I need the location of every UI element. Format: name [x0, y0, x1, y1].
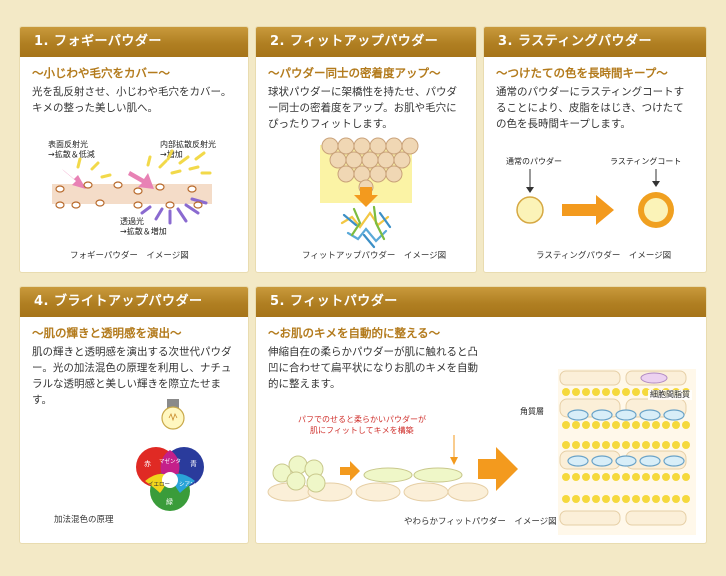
card-description: 光を乱反射させ、小じわや毛穴をカバー。キメの整った美しい肌へ。 — [32, 86, 232, 114]
diagram-caption: ラスティングパウダー イメージ図 — [536, 251, 672, 261]
lasting-powder-diagram — [516, 169, 674, 228]
card-subtitle: ～パウダー同士の密着度アップ～ — [268, 66, 441, 80]
internal-diffuse-label: 内部拡散反射光 — [160, 140, 216, 149]
card-subtitle: ～肌の輝きと透明感を演出～ — [32, 326, 182, 340]
light-bulb-icon — [161, 399, 185, 430]
fit-powder-diagram — [267, 369, 696, 535]
intercellular-lipid-label: 細胞間脂質 — [648, 390, 692, 400]
card-description: 球状パウダーに架橋性を持たせ、パウダー同士の密着度をアップ。お肌や毛穴にぴったり… — [268, 86, 457, 130]
green-label: 緑 — [166, 498, 173, 506]
card-description: 通常のパウダーにラスティングコートすることにより、皮脂をはじき、つけたての色を長… — [496, 86, 685, 130]
card-subtitle: ～つけたての色を長時間キープ～ — [496, 66, 668, 80]
card-title: 3. ラスティングパウダー — [484, 27, 706, 57]
card-foggy-powder: 1. フォギーパウダー ～小じわや毛穴をカバー～ 光を乱反射させ、小じわや毛穴を… — [20, 27, 248, 272]
magenta-label: マゼンタ — [159, 459, 182, 465]
cyan-label: シアン — [179, 482, 196, 488]
red-label: 赤 — [144, 460, 151, 468]
card-title: 4. ブライトアップパウダー — [20, 287, 248, 317]
card-fitup-powder: 2. フィットアップパウダー ～パウダー同士の密着度アップ～ 球状パウダーに架橋… — [256, 27, 476, 272]
surface-reflection-label: 表面反射光 — [48, 140, 88, 149]
surface-reflection-effect-label: →拡散＆低減 — [48, 150, 95, 159]
transmitted-effect-label: →拡散＆増加 — [120, 227, 167, 236]
diagram-caption: フィットアップパウダー イメージ図 — [302, 251, 447, 261]
card-title: 1. フォギーパウダー — [20, 27, 248, 57]
card-description: 肌の輝きと透明感を演出する次世代パウダー。光の加法混色の原理を利用し、ナチュラル… — [32, 346, 232, 406]
transmitted-label: 透過光 — [120, 217, 144, 226]
card-lasting-powder: 3. ラスティングパウダー ～つけたての色を長時間キープ～ 通常のパウダーにラス… — [484, 27, 706, 272]
stratum-corneum-label: 角質層 — [520, 407, 544, 416]
blue-label: 青 — [190, 460, 197, 468]
additive-color-diagram — [136, 399, 204, 511]
card-subtitle: ～小じわや毛穴をカバー～ — [32, 66, 170, 80]
card-subtitle: ～お肌のキメを自動的に整える～ — [268, 326, 441, 340]
foggy-powder-diagram — [52, 149, 212, 225]
fitup-powder-diagram — [320, 137, 419, 249]
card-title: 2. フィットアップパウダー — [256, 27, 476, 57]
card-fit-powder: 5. フィットパウダー ～お肌のキメを自動的に整える～ 伸縮自在の柔らかパウダー… — [256, 287, 706, 543]
normal-powder-label: 通常のパウダー — [506, 157, 562, 166]
yellow-label: イエロー — [148, 482, 170, 488]
diagram-caption: 加法混色の原理 — [54, 515, 114, 525]
diagram-caption: やわらかフィットパウダー イメージ図 — [404, 517, 557, 527]
card-description: 伸縮自在の柔らかパウダーが肌に触れると凸凹に合わせて扁平状になりお肌のキメを自動… — [268, 346, 478, 390]
diagram-caption: フォギーパウダー イメージ図 — [70, 251, 189, 261]
card-title: 5. フィットパウダー — [256, 287, 706, 317]
puff-note-line-1: パフでのせると柔らかいパウダーが — [298, 415, 426, 424]
lasting-coat-label: ラスティングコート — [610, 157, 682, 166]
puff-note-line-2: 肌にフィットしてキメを構築 — [310, 426, 414, 435]
card-brightup-powder: 4. ブライトアップパウダー ～肌の輝きと透明感を演出～ 肌の輝きと透明感を演出… — [20, 287, 248, 543]
